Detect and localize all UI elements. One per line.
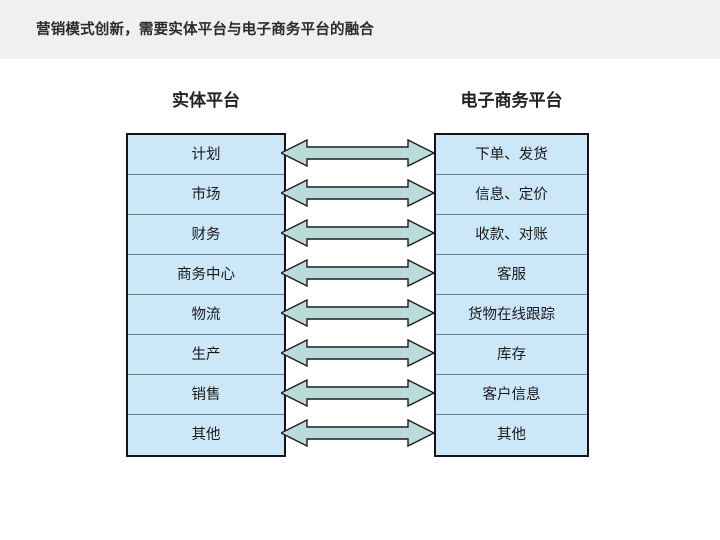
double-arrow-icon <box>281 339 434 367</box>
list-item[interactable]: 市场 <box>128 175 284 215</box>
connector-slot <box>281 333 434 373</box>
double-arrow-icon <box>281 419 434 447</box>
list-item[interactable]: 库存 <box>436 335 587 375</box>
list-item[interactable]: 客户信息 <box>436 375 587 415</box>
connector-slot <box>281 133 434 173</box>
right-column-heading: 电子商务平台 <box>460 91 563 110</box>
list-item[interactable]: 生产 <box>128 335 284 375</box>
double-arrow-icon <box>281 379 434 407</box>
list-item[interactable]: 其他 <box>436 415 587 455</box>
title-bar <box>0 0 720 59</box>
list-item[interactable]: 货物在线跟踪 <box>436 295 587 335</box>
ecommerce-platform-table: 下单、发货 信息、定价 收款、对账 客服 货物在线跟踪 库存 客户信息 其他 <box>434 133 589 457</box>
list-item[interactable]: 计划 <box>128 135 284 175</box>
connector-slot <box>281 413 434 453</box>
connector-column <box>281 133 434 453</box>
list-item[interactable]: 收款、对账 <box>436 215 587 255</box>
double-arrow-icon <box>281 179 434 207</box>
list-item[interactable]: 商务中心 <box>128 255 284 295</box>
list-item[interactable]: 物流 <box>128 295 284 335</box>
list-item[interactable]: 其他 <box>128 415 284 455</box>
connector-slot <box>281 253 434 293</box>
physical-platform-table: 计划 市场 财务 商务中心 物流 生产 销售 其他 <box>126 133 286 457</box>
left-column-heading: 实体平台 <box>172 91 240 110</box>
connector-slot <box>281 213 434 253</box>
list-item[interactable]: 客服 <box>436 255 587 295</box>
page-title: 营销模式创新，需要实体平台与电子商务平台的融合 <box>36 22 375 38</box>
list-item[interactable]: 下单、发货 <box>436 135 587 175</box>
double-arrow-icon <box>281 299 434 327</box>
list-item[interactable]: 销售 <box>128 375 284 415</box>
connector-slot <box>281 373 434 413</box>
list-item[interactable]: 信息、定价 <box>436 175 587 215</box>
list-item[interactable]: 财务 <box>128 215 284 255</box>
double-arrow-icon <box>281 139 434 167</box>
double-arrow-icon <box>281 219 434 247</box>
connector-slot <box>281 293 434 333</box>
connector-slot <box>281 173 434 213</box>
double-arrow-icon <box>281 259 434 287</box>
